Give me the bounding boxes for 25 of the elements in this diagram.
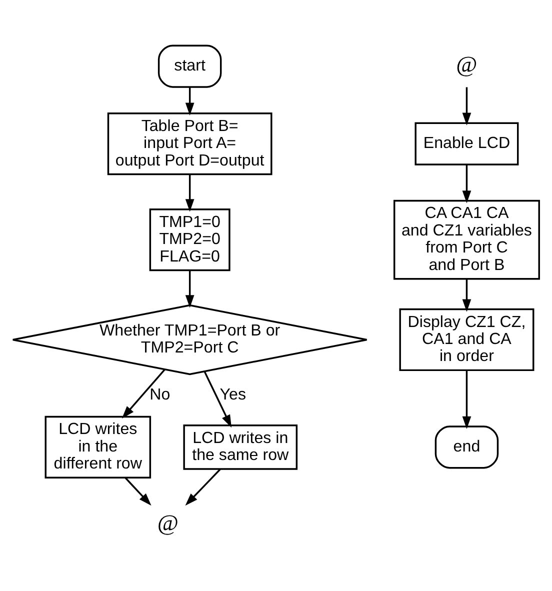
- node-text: @: [157, 510, 179, 536]
- arrow: [462, 278, 472, 312]
- node-diamond: Whether TMP1=Port B or TMP2=Port C: [12, 304, 368, 376]
- arrow: [185, 468, 221, 506]
- node-box: LCD writes in the different row: [44, 416, 152, 478]
- arrow: [122, 369, 166, 419]
- arrow: [204, 371, 232, 428]
- node-box: Enable LCD: [414, 122, 519, 166]
- node-box: Display CZ1 CZ, CA1 and CA in order: [399, 308, 534, 372]
- node-text: @: [456, 52, 478, 78]
- edge-label: Yes: [220, 386, 246, 404]
- arrow: [462, 87, 472, 126]
- arrow: [185, 87, 194, 116]
- arrow: [185, 174, 194, 212]
- edge-label: No: [150, 386, 170, 404]
- arrow: [462, 164, 472, 204]
- node-box: CA CA1 CA and CZ1 variables from Port C and Port B: [393, 200, 540, 280]
- node-box: start: [158, 44, 222, 88]
- arrow: [124, 477, 152, 506]
- node-box: Table Port B= input Port A= output Port D=output: [107, 112, 272, 176]
- arrow: [462, 370, 472, 430]
- arrow: [185, 270, 194, 308]
- node-box: TMP1=0 TMP2=0 FLAG=0: [149, 208, 230, 272]
- node-box: end: [434, 426, 499, 469]
- node-box: LCD writes in the same row: [183, 424, 298, 470]
